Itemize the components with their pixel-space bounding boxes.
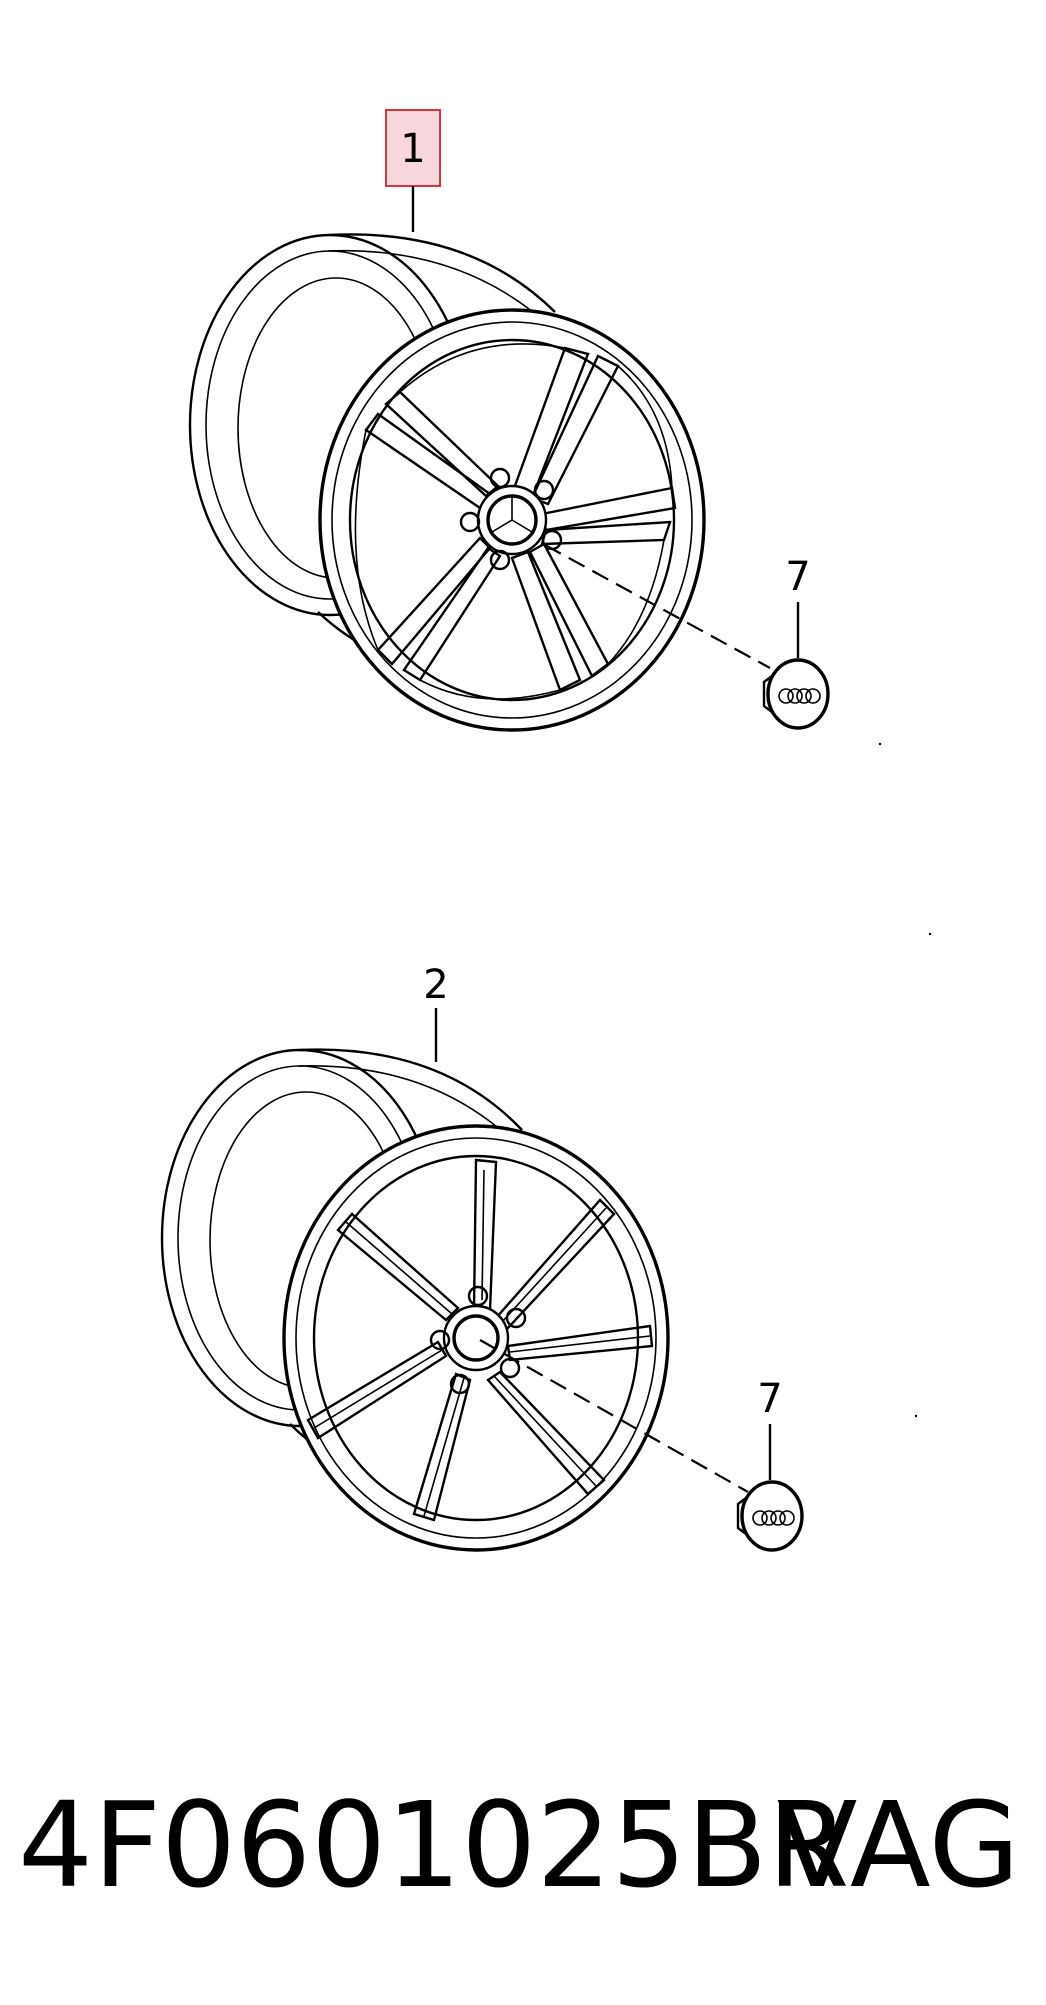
brand-name: VAG — [777, 1776, 1020, 1914]
hub-cap-top-icon[interactable] — [762, 658, 830, 730]
speck — [914, 1414, 918, 1418]
wheel-2-seven-spoke-icon[interactable] — [160, 1048, 670, 1552]
callout-1[interactable]: 1 — [385, 109, 441, 232]
leader-dashed-top — [544, 544, 771, 669]
callout-7-bottom-label: 7 — [757, 1376, 782, 1422]
part-number: 4F0601025BR — [18, 1776, 849, 1914]
callout-1-highlight — [385, 109, 441, 187]
callout-7-bottom[interactable]: 7 — [757, 1376, 783, 1480]
callout-7-top-label: 7 — [785, 554, 810, 600]
callout-2-label: 2 — [423, 962, 448, 1008]
speck — [878, 742, 882, 746]
callout-2[interactable]: 2 — [423, 962, 449, 1062]
callout-1-label: 1 — [400, 126, 425, 172]
callout-7-top[interactable]: 7 — [785, 554, 811, 658]
hub-cap-bottom-icon[interactable] — [736, 1480, 804, 1552]
speck — [928, 932, 932, 936]
wheel-1-five-spoke-icon[interactable] — [188, 233, 706, 732]
leader-dashed-bottom — [479, 1339, 749, 1493]
